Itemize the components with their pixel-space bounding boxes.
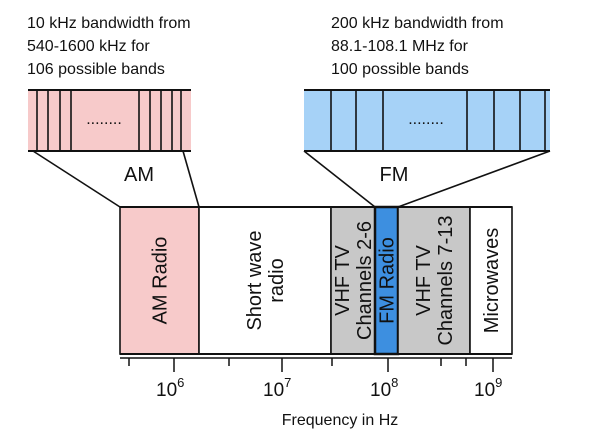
band-microwaves: Microwaves	[469, 206, 513, 355]
frequency-axis: 106 107 108 109 Frequency in Hz	[120, 357, 512, 429]
band-microwaves-label: Microwaves	[481, 228, 503, 334]
am-caption: 10 kHz bandwidth from 540-1600 kHz for 1…	[27, 15, 191, 78]
band-short-wave-radio-fill	[198, 206, 332, 355]
fm-zoom-box: ........	[304, 89, 550, 152]
zoom-connectors	[32, 150, 551, 208]
axis-tick-label-2: 107	[263, 375, 291, 401]
fm-caption: 200 kHz bandwidth from 88.1-108.1 MHz fo…	[331, 15, 504, 78]
band-vhf-tv-2-6-label: VHF TVChannels 2-6	[332, 221, 376, 340]
am-channel-lines	[36, 90, 182, 151]
am-zoom-box: ........	[28, 89, 191, 152]
fm-caption-line-2: 88.1-108.1 MHz for	[331, 38, 469, 55]
band-am-radio-label: AM Radio	[150, 237, 172, 325]
axis-title: Frequency in Hz	[282, 412, 399, 429]
fm-connector-left	[303, 150, 376, 208]
band-vhf-tv-2-6-fill	[330, 206, 376, 355]
band-short-wave-radio: Short waveradio	[198, 206, 332, 355]
band-vhf-tv-7-13-fill	[397, 206, 471, 355]
am-connector-right	[182, 150, 200, 208]
fm-channel-lines	[330, 90, 546, 151]
axis-tick-label-3: 108	[370, 375, 398, 401]
band-fm-radio-label: FM Radio	[377, 237, 399, 324]
am-caption-line-3: 106 possible bands	[27, 61, 165, 78]
am-connector-left	[32, 150, 121, 208]
band-am-radio: AM Radio	[119, 206, 200, 355]
axis-tick-marks	[128, 358, 494, 372]
axis-tick-labels: 106 107 108 109	[156, 375, 502, 401]
band-vhf-tv-7-13: VHF TVChannels 7-13	[397, 206, 471, 355]
am-caption-line-1: 10 kHz bandwidth from	[27, 15, 191, 32]
fm-connector-right	[397, 150, 551, 208]
fm-zoom-label: FM	[380, 164, 409, 186]
am-caption-line-2: 540-1600 kHz for	[27, 38, 150, 55]
am-zoom-fill	[28, 90, 191, 151]
band-vhf-tv-2-6: VHF TVChannels 2-6	[330, 206, 376, 355]
band-vhf-tv-7-13-label: VHF TVChannels 7-13	[413, 215, 457, 345]
band-short-wave-radio-label: Short waveradio	[244, 230, 288, 330]
fm-caption-line-1: 200 kHz bandwidth from	[331, 15, 504, 32]
spectrum-bands: AM Radio Short waveradio VHF TVChannels 2-…	[119, 205, 513, 356]
am-zoom-ellipsis: ........	[86, 111, 122, 128]
fm-caption-line-3: 100 possible bands	[331, 61, 469, 78]
band-fm-radio: FM Radio	[373, 205, 400, 356]
axis-tick-label-1: 106	[156, 375, 184, 401]
fm-zoom-ellipsis: ........	[408, 111, 444, 128]
fm-zoom-fill	[304, 90, 550, 151]
axis-tick-label-4: 109	[474, 375, 502, 401]
am-zoom-label: AM	[124, 164, 154, 186]
